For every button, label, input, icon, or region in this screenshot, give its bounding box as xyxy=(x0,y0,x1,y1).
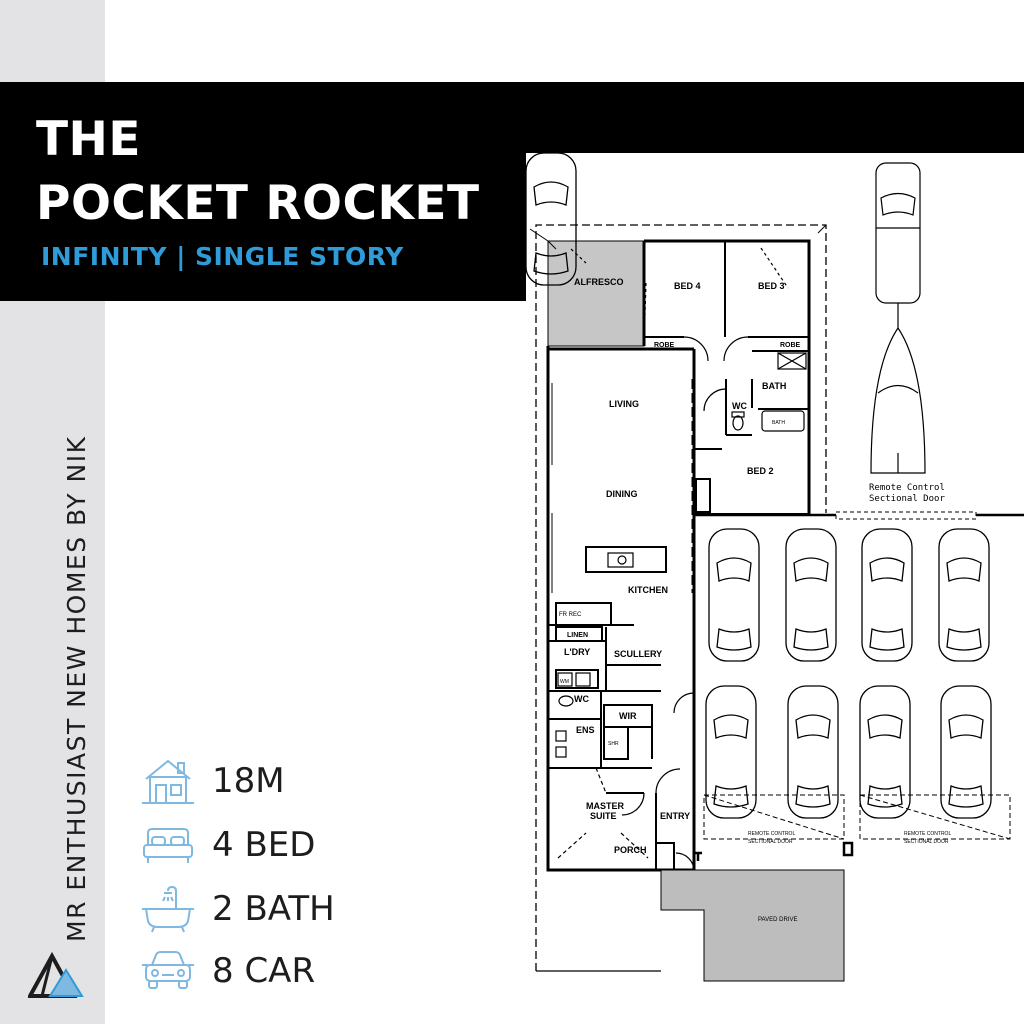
room-master-1: MASTER xyxy=(586,801,625,811)
room-bed3: BED 3 xyxy=(758,281,785,291)
car-icon xyxy=(142,951,194,989)
room-robe-4: ROBE xyxy=(654,342,675,349)
garage-door-left-1: REMOTE CONTROL xyxy=(748,831,795,837)
bed-icon xyxy=(143,828,193,863)
room-bath: BATH xyxy=(762,381,786,391)
garage-door-right-1: REMOTE CONTROL xyxy=(904,831,951,837)
room-bed2: BED 2 xyxy=(747,466,774,476)
room-scullery: SCULLERY xyxy=(614,649,662,659)
room-dining: DINING xyxy=(606,489,638,499)
triangle-logo xyxy=(28,951,84,998)
page-subtitle: INFINITY | SINGLE STORY xyxy=(41,242,404,271)
shower-label: SHR xyxy=(608,741,619,747)
room-bed4: BED 4 xyxy=(674,281,701,291)
washing-machine: WM xyxy=(560,679,569,685)
room-master-2: SUITE xyxy=(590,811,617,821)
room-alfresco: ALFRESCO xyxy=(574,277,624,287)
stat-car-spaces-value: 8 CAR xyxy=(212,951,316,991)
title-line-1: THE xyxy=(36,112,142,167)
room-wc: WC xyxy=(732,401,747,411)
room-robe-3: ROBE xyxy=(780,342,801,349)
room-linen: LINEN xyxy=(567,632,588,639)
garage-door-right-2: SECTIONAL DOOR xyxy=(904,839,949,845)
house-frontage-icon xyxy=(142,759,194,804)
bath-tub-label: BATH xyxy=(772,420,785,426)
room-entry: ENTRY xyxy=(660,811,690,821)
stat-bedrooms-value: 4 BED xyxy=(212,825,316,865)
stat-frontage-value: 18M xyxy=(212,761,285,801)
room-ens-wc: WC xyxy=(574,694,589,704)
title-line-2: POCKET ROCKET xyxy=(36,176,480,231)
stat-bathrooms-value: 2 BATH xyxy=(212,889,335,929)
garage-door-left-2: SECTIONAL DOOR xyxy=(748,839,793,845)
fridge-recess: FR REC xyxy=(559,612,582,618)
room-ens: ENS xyxy=(576,725,595,735)
floor-plan: ALFRESCO BED 4 BED 3 ROBE ROBE BATH WC B… xyxy=(526,153,1024,1024)
room-living: LIVING xyxy=(609,399,639,409)
page-title: THE POCKET ROCKET xyxy=(36,108,480,236)
brand-side-text: MR ENTHUSIAST NEW HOMES BY NIK xyxy=(62,435,91,942)
room-kitchen: KITCHEN xyxy=(628,585,668,595)
garage-door-top-2: Sectional Door xyxy=(869,494,945,504)
room-wir: WIR xyxy=(619,711,637,721)
garage-door-top-1: Remote Control xyxy=(869,483,945,493)
paved-drive: PAVED DRIVE xyxy=(758,917,797,923)
bathtub-icon xyxy=(142,885,194,933)
room-porch: PORCH xyxy=(614,845,647,855)
room-laundry: L'DRY xyxy=(564,647,590,657)
